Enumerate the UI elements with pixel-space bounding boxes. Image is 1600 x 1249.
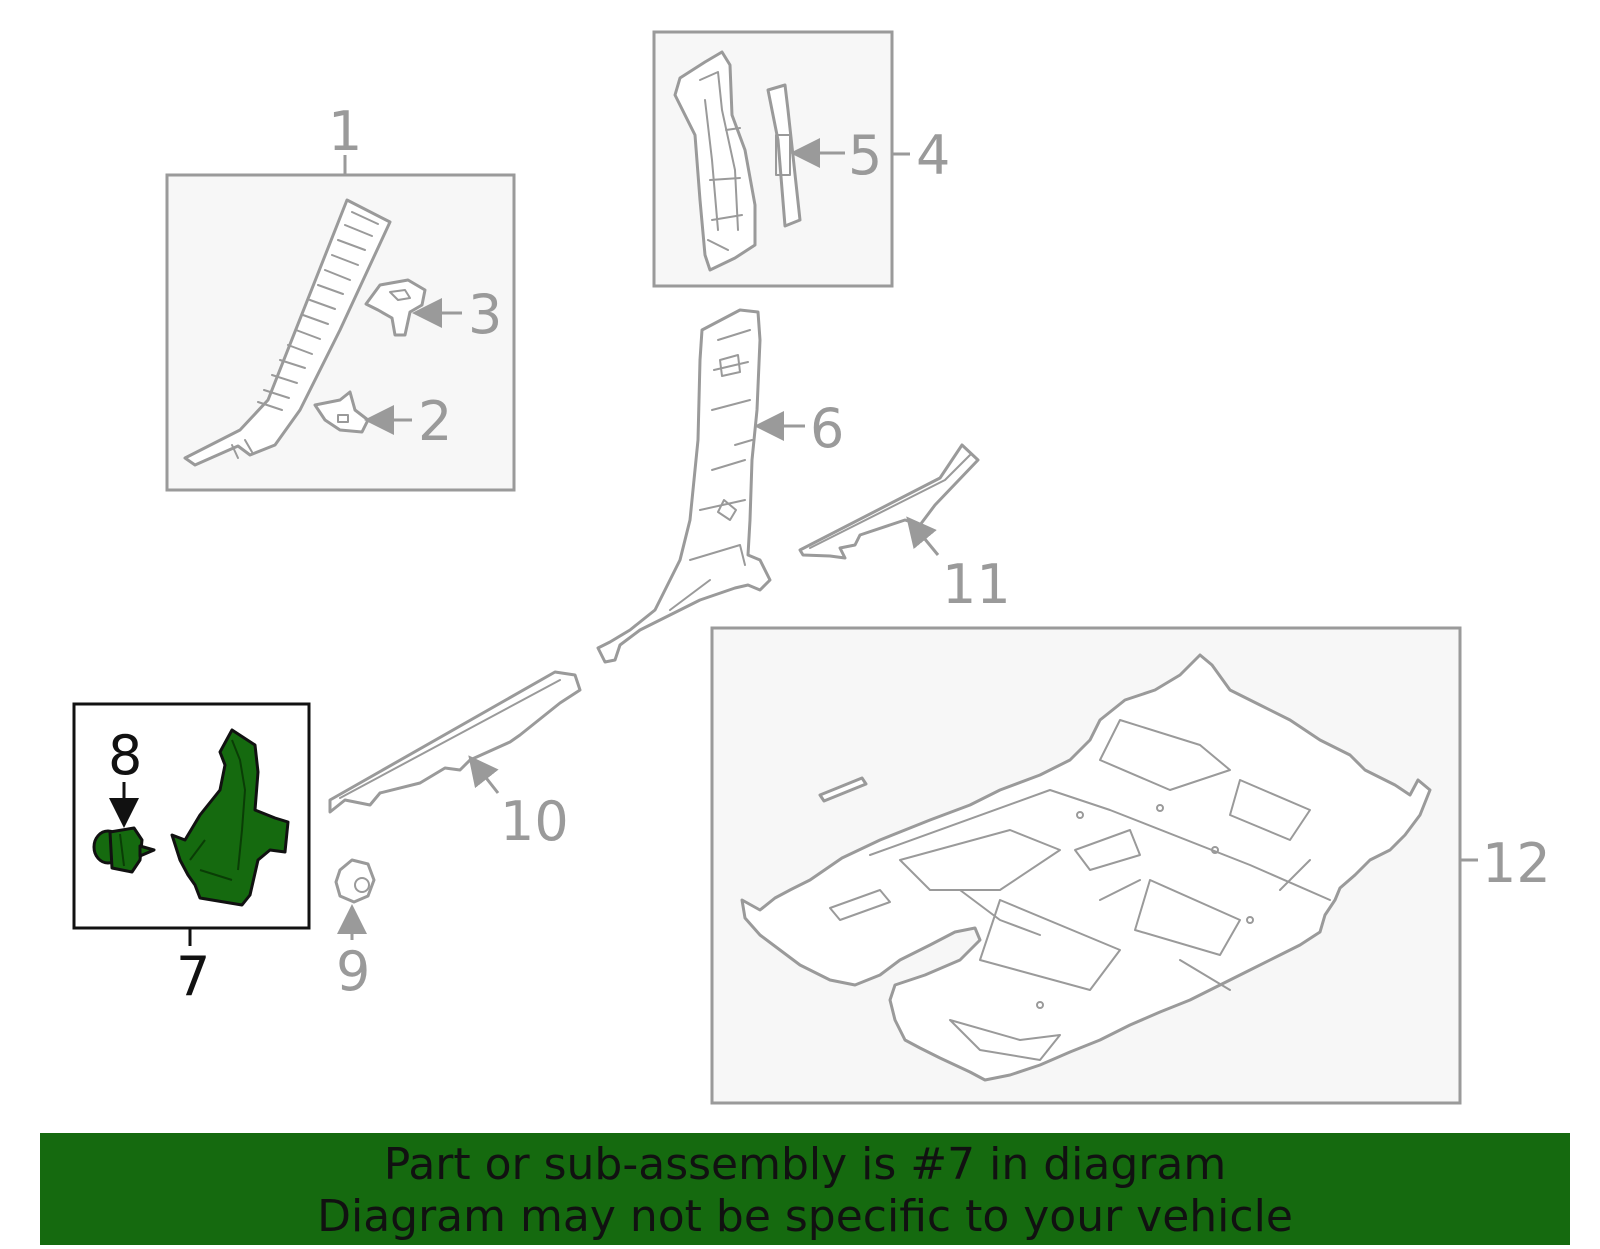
kick-panel-7[interactable] <box>170 728 290 907</box>
callout-11: 11 <box>942 553 1011 616</box>
info-banner: Part or sub-assembly is #7 in diagram Di… <box>40 1133 1570 1245</box>
trim-clip-3[interactable]: 3 <box>364 278 502 346</box>
pillar-trim-group-1[interactable]: 1 3 2 <box>165 100 516 492</box>
nut-9[interactable]: 9 <box>334 858 376 1003</box>
scuff-plate-10[interactable]: 10 <box>328 670 582 853</box>
push-clip-8[interactable]: 8 <box>92 724 156 874</box>
callout-3: 3 <box>468 283 502 346</box>
floor-carpet-12[interactable] <box>740 653 1432 1082</box>
pillar-trim-group-4[interactable]: 4 5 <box>652 30 950 288</box>
callout-10: 10 <box>500 790 569 853</box>
callout-7: 7 <box>176 945 210 1008</box>
callout-12: 12 <box>1482 832 1551 895</box>
kick-panel-group-7[interactable]: 7 8 <box>72 702 311 1008</box>
callout-2: 2 <box>418 390 452 453</box>
banner-line-1: Part or sub-assembly is #7 in diagram <box>383 1139 1227 1190</box>
callout-4: 4 <box>916 124 950 187</box>
upper-pillar-trim[interactable] <box>673 50 757 272</box>
floor-carpet-group-12[interactable]: 12 <box>710 626 1551 1105</box>
front-pillar-trim[interactable] <box>183 198 392 467</box>
carpet-tab[interactable] <box>818 776 868 803</box>
callout-5: 5 <box>848 124 882 187</box>
scuff-plate-11[interactable]: 11 <box>798 443 1011 616</box>
trim-clip-2[interactable]: 2 <box>313 390 452 453</box>
pillar-garnish-5[interactable]: 5 <box>766 83 882 228</box>
callout-1: 1 <box>328 100 362 163</box>
callout-8: 8 <box>108 724 142 787</box>
banner-line-2: Diagram may not be specific to your vehi… <box>317 1191 1293 1242</box>
callout-9: 9 <box>336 940 370 1003</box>
center-pillar-trim-6[interactable]: 6 <box>596 308 844 664</box>
callout-6: 6 <box>810 397 844 460</box>
